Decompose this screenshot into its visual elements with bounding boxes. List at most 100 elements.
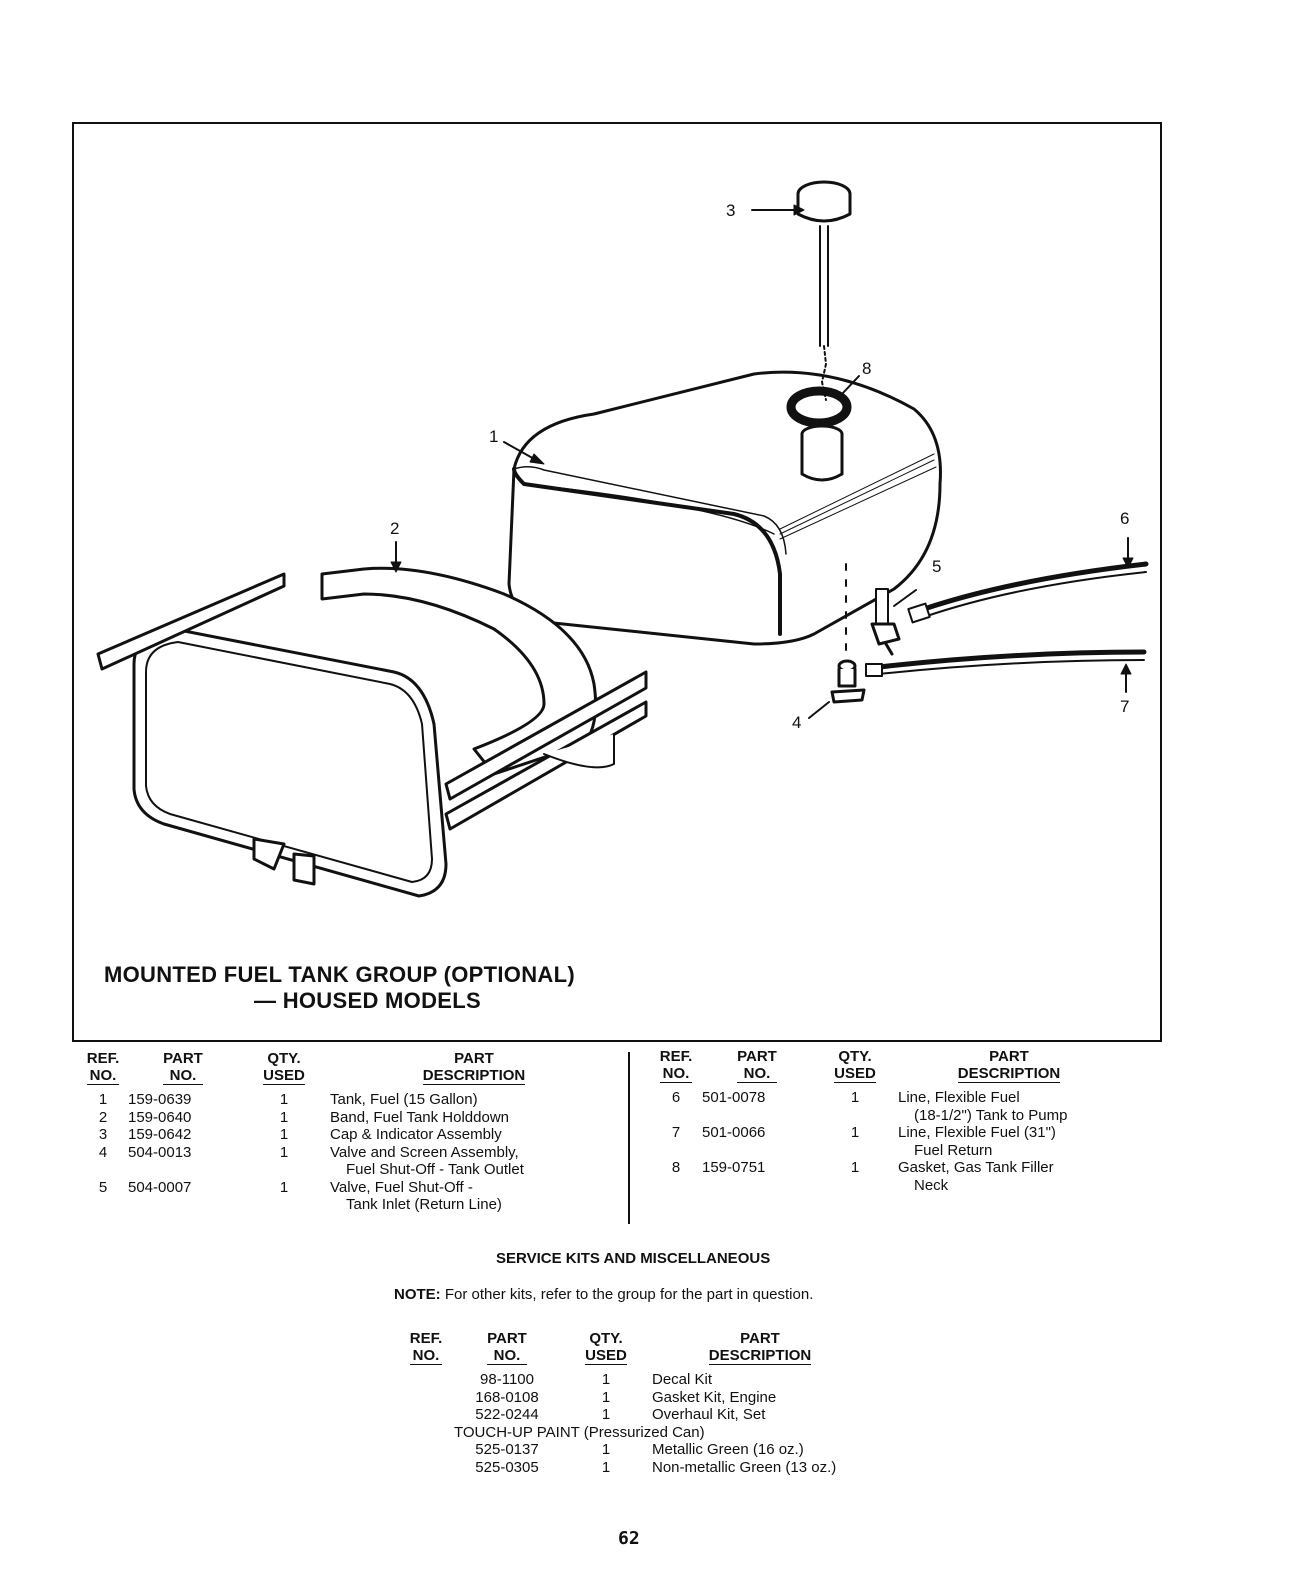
part-description: Overhaul Kit, Set	[652, 1406, 766, 1423]
shutoff-valve-inlet-drawing	[870, 588, 901, 656]
ref-no: 5	[98, 1178, 108, 1196]
header-ref: REF.NO.	[86, 1050, 120, 1085]
part-description: Line, Flexible Fuel (31")Fuel Return	[898, 1124, 1056, 1159]
ref-no: 4	[98, 1143, 108, 1161]
qty-used: 1	[601, 1406, 611, 1423]
part-description: Valve and Screen Assembly,Fuel Shut-Off …	[330, 1143, 524, 1179]
qty-used: 1	[601, 1458, 611, 1476]
header-ref: REF.NO.	[659, 1048, 693, 1083]
figure-title: MOUNTED FUEL TANK GROUP (OPTIONAL)	[104, 962, 575, 987]
part-description: Gasket Kit, Engine	[652, 1388, 777, 1406]
callout-1: 1	[489, 427, 498, 446]
valve-screen-outlet-drawing	[830, 659, 866, 704]
table-row: 168-0108 1 Gasket Kit, Engine	[398, 1389, 868, 1407]
header-qty: QTY.USED	[585, 1330, 627, 1365]
table-row: 2 159-0640 1 Band, Fuel Tank Holddown	[78, 1109, 618, 1127]
qty-used: 1	[279, 1126, 289, 1143]
part-no: 501-0078	[702, 1089, 766, 1106]
figure-subtitle: — HOUSED MODELS	[254, 988, 481, 1013]
table-row: 1 159-0639 1 Tank, Fuel (15 Gallon)	[78, 1091, 618, 1109]
callout-4: 4	[792, 713, 801, 732]
ref-no: 2	[98, 1108, 108, 1126]
ref-no: 1	[98, 1091, 108, 1108]
holddown-band-drawing	[96, 566, 648, 898]
part-description: Valve, Fuel Shut-Off -Tank Inlet (Return…	[330, 1178, 502, 1214]
fuel-line-return	[865, 649, 1147, 677]
callout-8: 8	[862, 359, 871, 378]
column-divider	[628, 1052, 630, 1224]
callout-3: 3	[726, 201, 735, 220]
callout-2: 2	[390, 519, 399, 538]
table-row: 525-0305 1 Non-metallic Green (13 oz.)	[398, 1459, 868, 1477]
ref-no: 3	[98, 1126, 108, 1143]
part-no: 525-0305	[475, 1458, 539, 1476]
touchup-paint-label: TOUCH-UP PAINT (Pressurized Can)	[454, 1423, 705, 1441]
table-row: 3 159-0642 1 Cap & Indicator Assembly	[78, 1126, 618, 1144]
cap-indicator-drawing	[796, 180, 852, 401]
fuel-tank-exploded-diagram: 3 8 1 2 6 5 7 4	[96, 180, 1149, 898]
table-row: 6 501-0078 1 Line, Flexible Fuel(18-1/2"…	[650, 1089, 1120, 1124]
qty-used: 1	[850, 1089, 860, 1106]
part-no: 504-0007	[128, 1178, 192, 1196]
table-row: 98-1100 1 Decal Kit	[398, 1371, 868, 1389]
part-description: Line, Flexible Fuel(18-1/2") Tank to Pum…	[898, 1089, 1068, 1124]
table-row: 4 504-0013 1 Valve and Screen Assembly,F…	[78, 1144, 618, 1179]
part-no: 98-1100	[480, 1371, 534, 1388]
part-description: Decal Kit	[652, 1371, 713, 1388]
callout-7: 7	[1120, 697, 1129, 716]
table-row: 5 504-0007 1 Valve, Fuel Shut-Off -Tank …	[78, 1179, 618, 1214]
ref-no: 7	[671, 1124, 681, 1141]
qty-used: 1	[279, 1091, 289, 1108]
fuel-line-pump	[907, 561, 1149, 624]
part-no: 159-0642	[128, 1126, 192, 1143]
part-description: Metallic Green (16 oz.)	[652, 1441, 804, 1458]
part-no: 168-0108	[475, 1388, 539, 1406]
qty-used: 1	[279, 1178, 289, 1196]
qty-used: 1	[601, 1371, 611, 1388]
part-description: Tank, Fuel (15 Gallon)	[330, 1091, 478, 1108]
part-description: Non-metallic Green (13 oz.)	[652, 1458, 837, 1476]
header-qty: QTY.USED	[834, 1048, 876, 1083]
table-row: 7 501-0066 1 Line, Flexible Fuel (31")Fu…	[650, 1124, 1120, 1159]
part-no: 159-0639	[128, 1091, 192, 1108]
qty-used: 1	[601, 1441, 611, 1458]
part-no: 159-0751	[702, 1159, 766, 1176]
part-description: Cap & Indicator Assembly	[330, 1126, 502, 1143]
table-row: 525-0137 1 Metallic Green (16 oz.)	[398, 1441, 868, 1459]
qty-used: 1	[601, 1388, 611, 1406]
part-no: 504-0013	[128, 1143, 192, 1161]
callout-6: 6	[1120, 509, 1129, 528]
part-no: 525-0137	[475, 1441, 539, 1458]
part-description: Band, Fuel Tank Holddown	[330, 1108, 510, 1126]
callout-5: 5	[932, 557, 941, 576]
header-ref: REF.NO.	[409, 1330, 443, 1365]
part-no: 159-0640	[128, 1108, 192, 1126]
qty-used: 1	[850, 1159, 860, 1176]
touchup-paint-row: TOUCH-UP PAINT (Pressurized Can)	[398, 1424, 868, 1442]
part-no: 501-0066	[702, 1124, 766, 1141]
qty-used: 1	[279, 1143, 289, 1161]
service-kits-heading: SERVICE KITS AND MISCELLANEOUS	[496, 1250, 771, 1267]
qty-used: 1	[850, 1124, 860, 1141]
ref-no: 8	[671, 1159, 681, 1176]
part-no: 522-0244	[475, 1406, 539, 1423]
service-kits-note: NOTE: For other kits, refer to the group…	[394, 1286, 814, 1303]
illustration-frame: 3 8 1 2 6 5 7 4 MOUNTED FUEL TANK GROUP …	[72, 122, 1162, 1042]
page-number: 62	[618, 1528, 640, 1549]
ref-no: 6	[671, 1089, 681, 1106]
header-qty: QTY.USED	[263, 1050, 305, 1085]
fuel-tank-drawing	[507, 370, 942, 646]
qty-used: 1	[279, 1108, 289, 1126]
table-row: 522-0244 1 Overhaul Kit, Set	[398, 1406, 868, 1424]
